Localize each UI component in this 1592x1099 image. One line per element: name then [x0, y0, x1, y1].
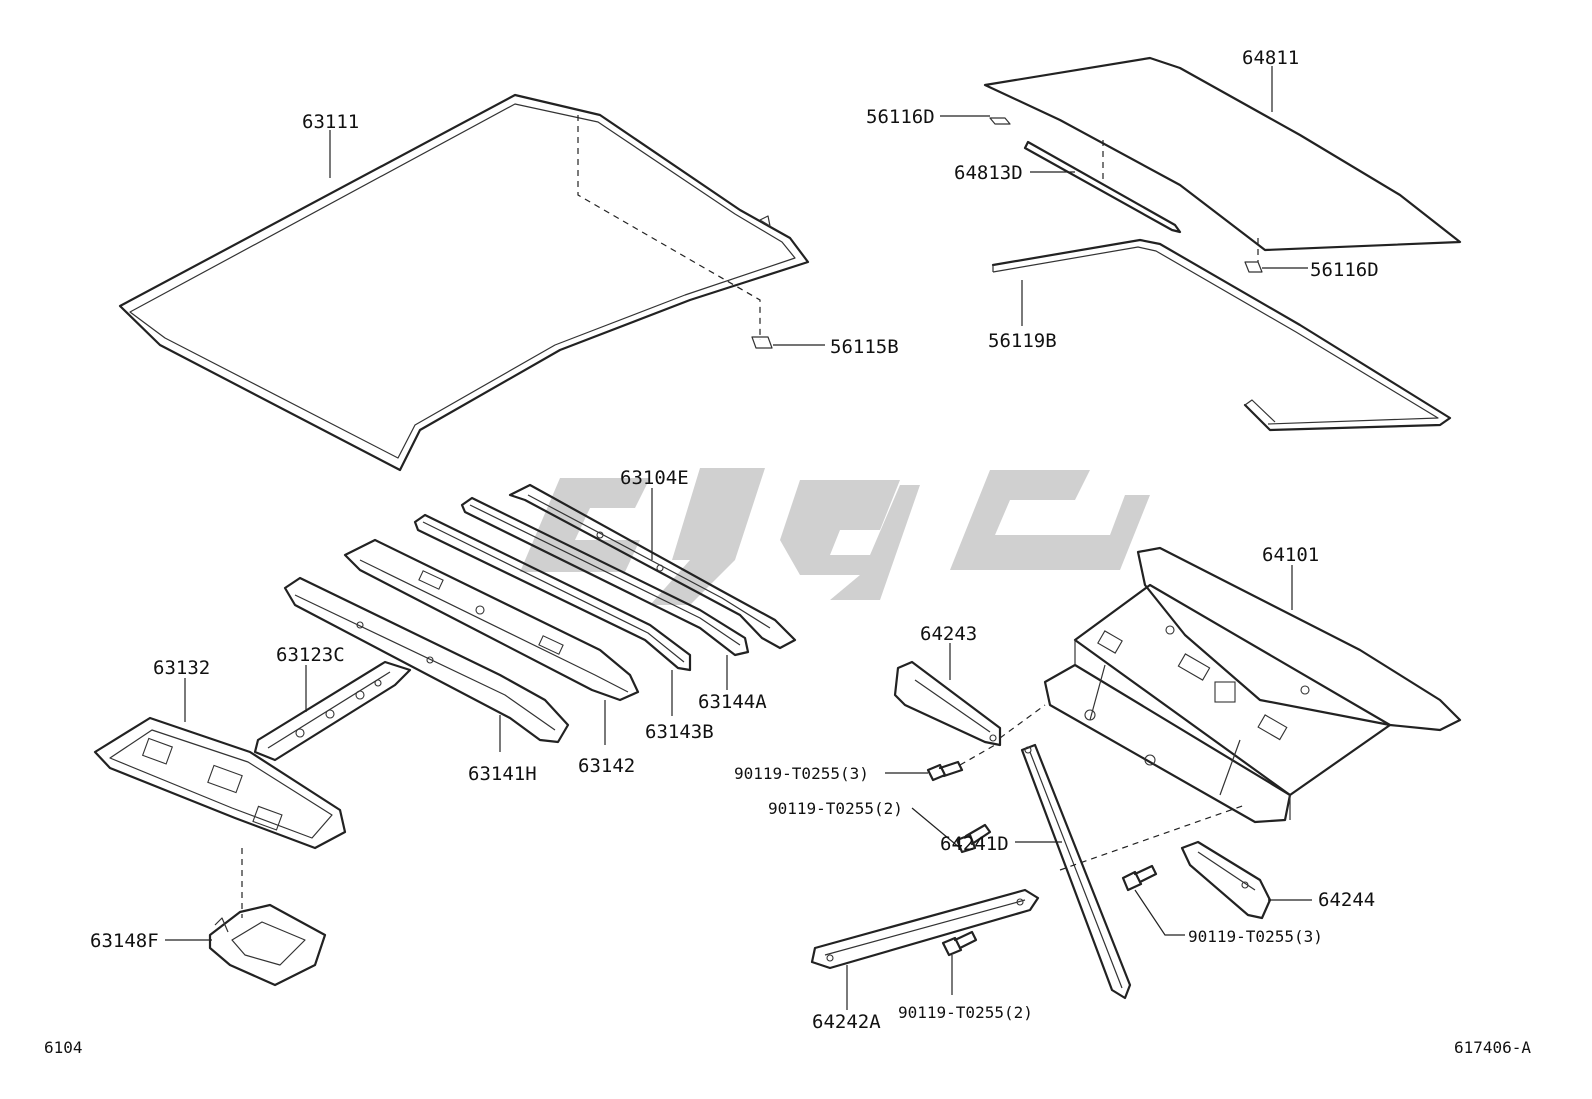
label-64242A: 64242A	[812, 1011, 881, 1033]
label-bolt-d: 90119-T0255(2)	[898, 1003, 1033, 1022]
brace-64242A	[810, 888, 1040, 970]
bracket-64243	[893, 660, 1002, 747]
label-56115B: 56115B	[830, 336, 899, 358]
label-56116D-right: 56116D	[1310, 259, 1379, 281]
roof-bow-63144A	[460, 496, 750, 657]
label-63111: 63111	[302, 111, 359, 133]
label-64811: 64811	[1242, 47, 1299, 69]
label-64101: 64101	[1262, 544, 1319, 566]
bolt-d	[941, 930, 978, 957]
rod-64241D	[1020, 743, 1132, 1000]
label-63123C: 63123C	[276, 644, 345, 666]
label-63132: 63132	[153, 657, 210, 679]
panel-63132	[93, 716, 347, 850]
label-64241D: 64241D	[940, 833, 1009, 855]
label-64244: 64244	[1318, 889, 1375, 911]
roof-bow-63142	[343, 538, 640, 702]
bracket-64244	[1180, 840, 1272, 920]
label-64813D: 64813D	[954, 162, 1023, 184]
roof-bow-63143B	[413, 513, 692, 672]
brace-63123C	[253, 660, 412, 762]
watermark-logo	[520, 468, 1150, 605]
label-63143B: 63143B	[645, 721, 714, 743]
label-63148F: 63148F	[90, 930, 159, 952]
label-63144A: 63144A	[698, 691, 767, 713]
back-window-glass-64811	[983, 56, 1462, 273]
footer-right-code: 617406-A	[1454, 1038, 1531, 1057]
label-63142: 63142	[578, 755, 635, 777]
label-bolt-a: 90119-T0255(3)	[734, 764, 869, 783]
roof-bow-63141H	[283, 576, 570, 744]
roof-panel-63111	[118, 93, 810, 472]
label-bolt-b: 90119-T0255(2)	[768, 799, 903, 818]
footer-left-code: 6104	[44, 1038, 83, 1057]
bolt-a	[926, 760, 964, 782]
label-56116D-top: 56116D	[866, 106, 935, 128]
label-64243: 64243	[920, 623, 977, 645]
weatherstrip-56119B	[991, 238, 1452, 432]
bolt-c	[1121, 864, 1158, 892]
bracket-63148F	[208, 903, 327, 987]
label-56119B: 56119B	[988, 330, 1057, 352]
bolt-b	[955, 823, 992, 854]
label-63104E: 63104E	[620, 467, 689, 489]
package-tray-64101	[1043, 546, 1462, 824]
label-bolt-c: 90119-T0255(3)	[1188, 927, 1323, 946]
label-63141H: 63141H	[468, 763, 537, 785]
roof-bow-63104E	[508, 483, 797, 650]
